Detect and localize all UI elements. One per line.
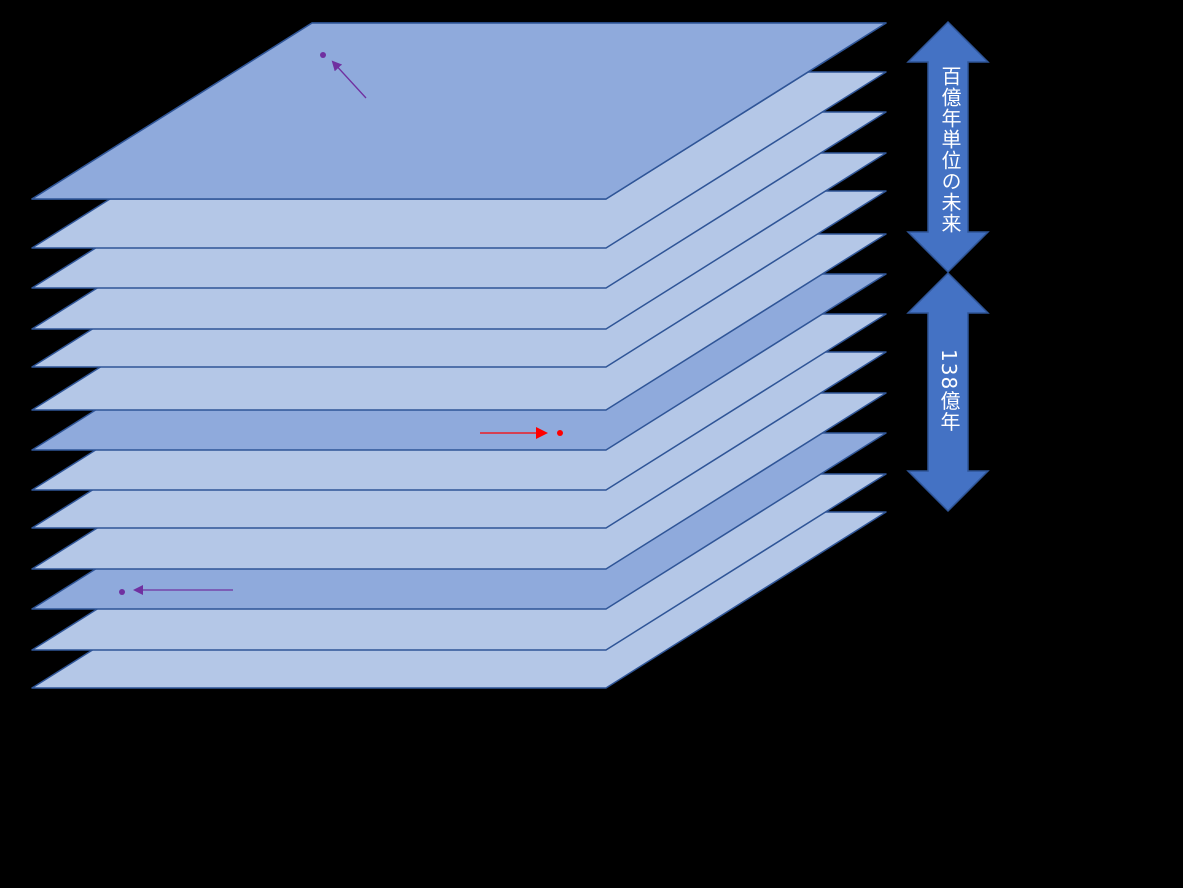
purple-arrow-top [331, 60, 367, 99]
layer-plane-14 [31, 22, 887, 200]
lower-double-arrow [906, 271, 990, 513]
upper-arrow-label: 百億年単位の未来 [938, 66, 962, 234]
double-arrows [906, 20, 990, 513]
markers [119, 52, 563, 595]
purple-marker-bottom [119, 589, 125, 595]
lower-arrow-label: 138億年 [937, 349, 961, 433]
purple-marker-top [320, 52, 326, 58]
red-marker [557, 430, 563, 436]
layer-stack [31, 22, 887, 689]
